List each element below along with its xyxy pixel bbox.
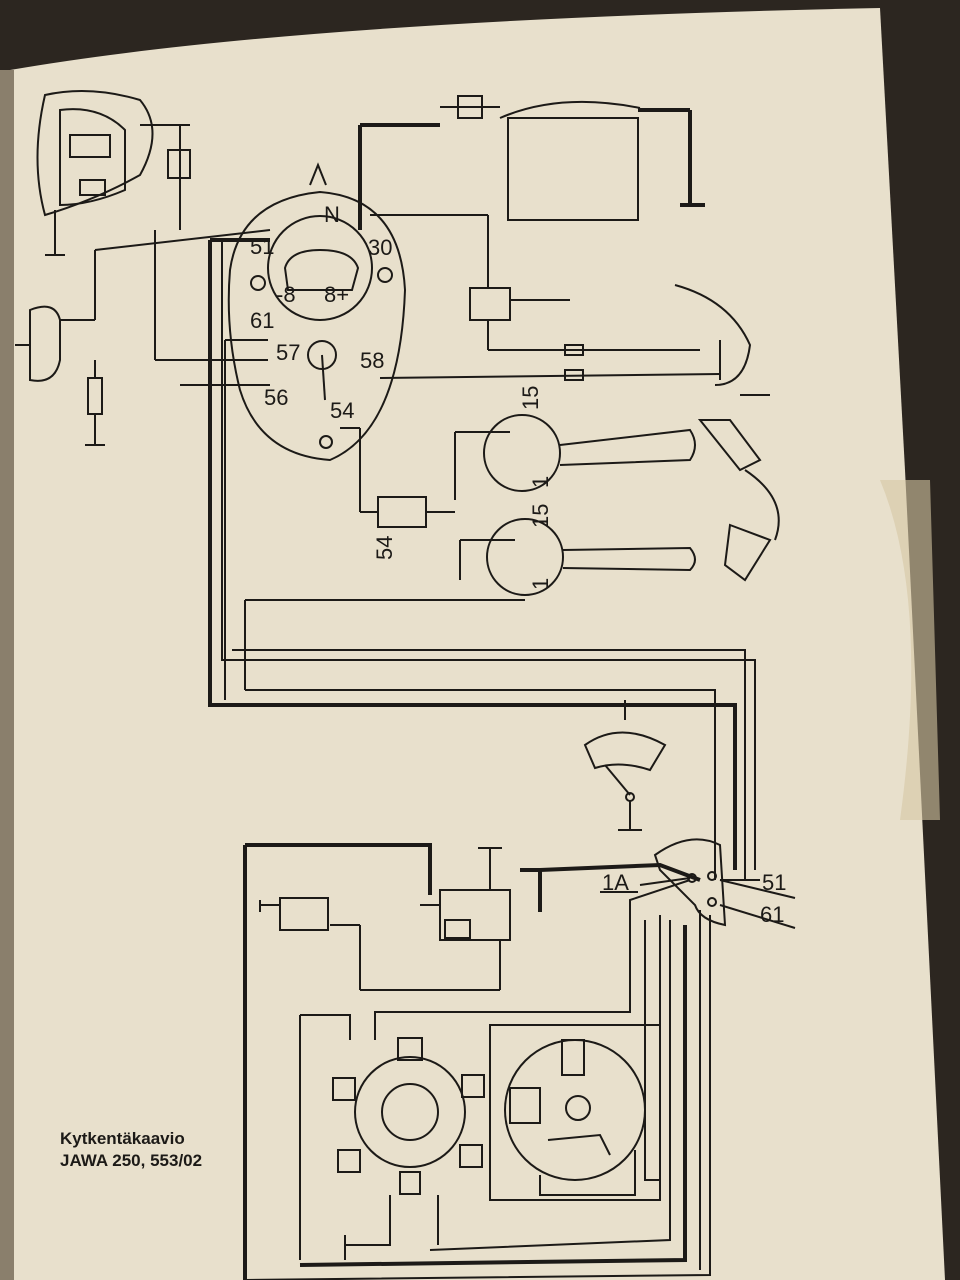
coil-lower-terminal-15: 15 xyxy=(528,504,553,528)
diagram-ink xyxy=(15,90,796,1280)
speedo-terminal-54: 54 xyxy=(330,398,354,423)
speedo-terminal-58: 58 xyxy=(360,348,384,373)
diagram-caption: Kytkentäkaavio JAWA 250, 553/02 xyxy=(60,1128,202,1172)
speedo-terminal-61: 61 xyxy=(250,308,274,333)
page-shadow-left xyxy=(0,70,14,1280)
caption-title: Kytkentäkaavio xyxy=(60,1129,185,1148)
charge-relay-icon xyxy=(370,214,700,351)
neutral-switch-icon xyxy=(583,700,667,831)
coil-upper-terminal-1: 1 xyxy=(528,476,553,488)
caption-subtitle: JAWA 250, 553/02 xyxy=(60,1151,203,1170)
speedo-terminal-30: 30 xyxy=(368,235,392,260)
cutoff-switch-terminal-54: 54 xyxy=(372,536,397,560)
battery-icon xyxy=(358,95,705,230)
horn-icon xyxy=(379,284,770,396)
page-stain xyxy=(880,480,940,820)
dynamo-icon xyxy=(299,879,691,1260)
voltage-regulator-icon xyxy=(330,847,511,991)
generator-terminal-51: 51 xyxy=(762,870,786,895)
condenser-icon xyxy=(259,897,329,931)
speedo-terminal-56: 56 xyxy=(264,385,288,410)
breaker-points-icon xyxy=(244,910,711,1280)
generator-terminal-icon xyxy=(600,838,796,929)
cutoff-switch-icon xyxy=(340,427,455,528)
coil-upper-terminal-15: 15 xyxy=(518,386,543,410)
tail-lamp-icon xyxy=(15,229,271,382)
speedo-terminal-minus8: -8 xyxy=(276,282,296,307)
coil-lower-terminal-1: 1 xyxy=(528,578,553,590)
ignition-coil-upper-icon xyxy=(454,414,762,500)
generator-terminal-61: 61 xyxy=(760,902,784,927)
headlamp-icon xyxy=(36,90,191,256)
speedo-terminal-n: N xyxy=(324,202,340,227)
speedometer-icon xyxy=(227,162,407,462)
brake-switch-icon xyxy=(85,360,105,446)
speedo-terminal-plus8: 8+ xyxy=(324,282,349,307)
generator-terminal-1a: 1A xyxy=(602,870,629,895)
book-page xyxy=(10,8,945,1280)
ignition-coil-lower-icon xyxy=(244,469,780,690)
speedo-terminal-51: 51 xyxy=(250,234,274,259)
speedo-terminal-57: 57 xyxy=(276,340,300,365)
